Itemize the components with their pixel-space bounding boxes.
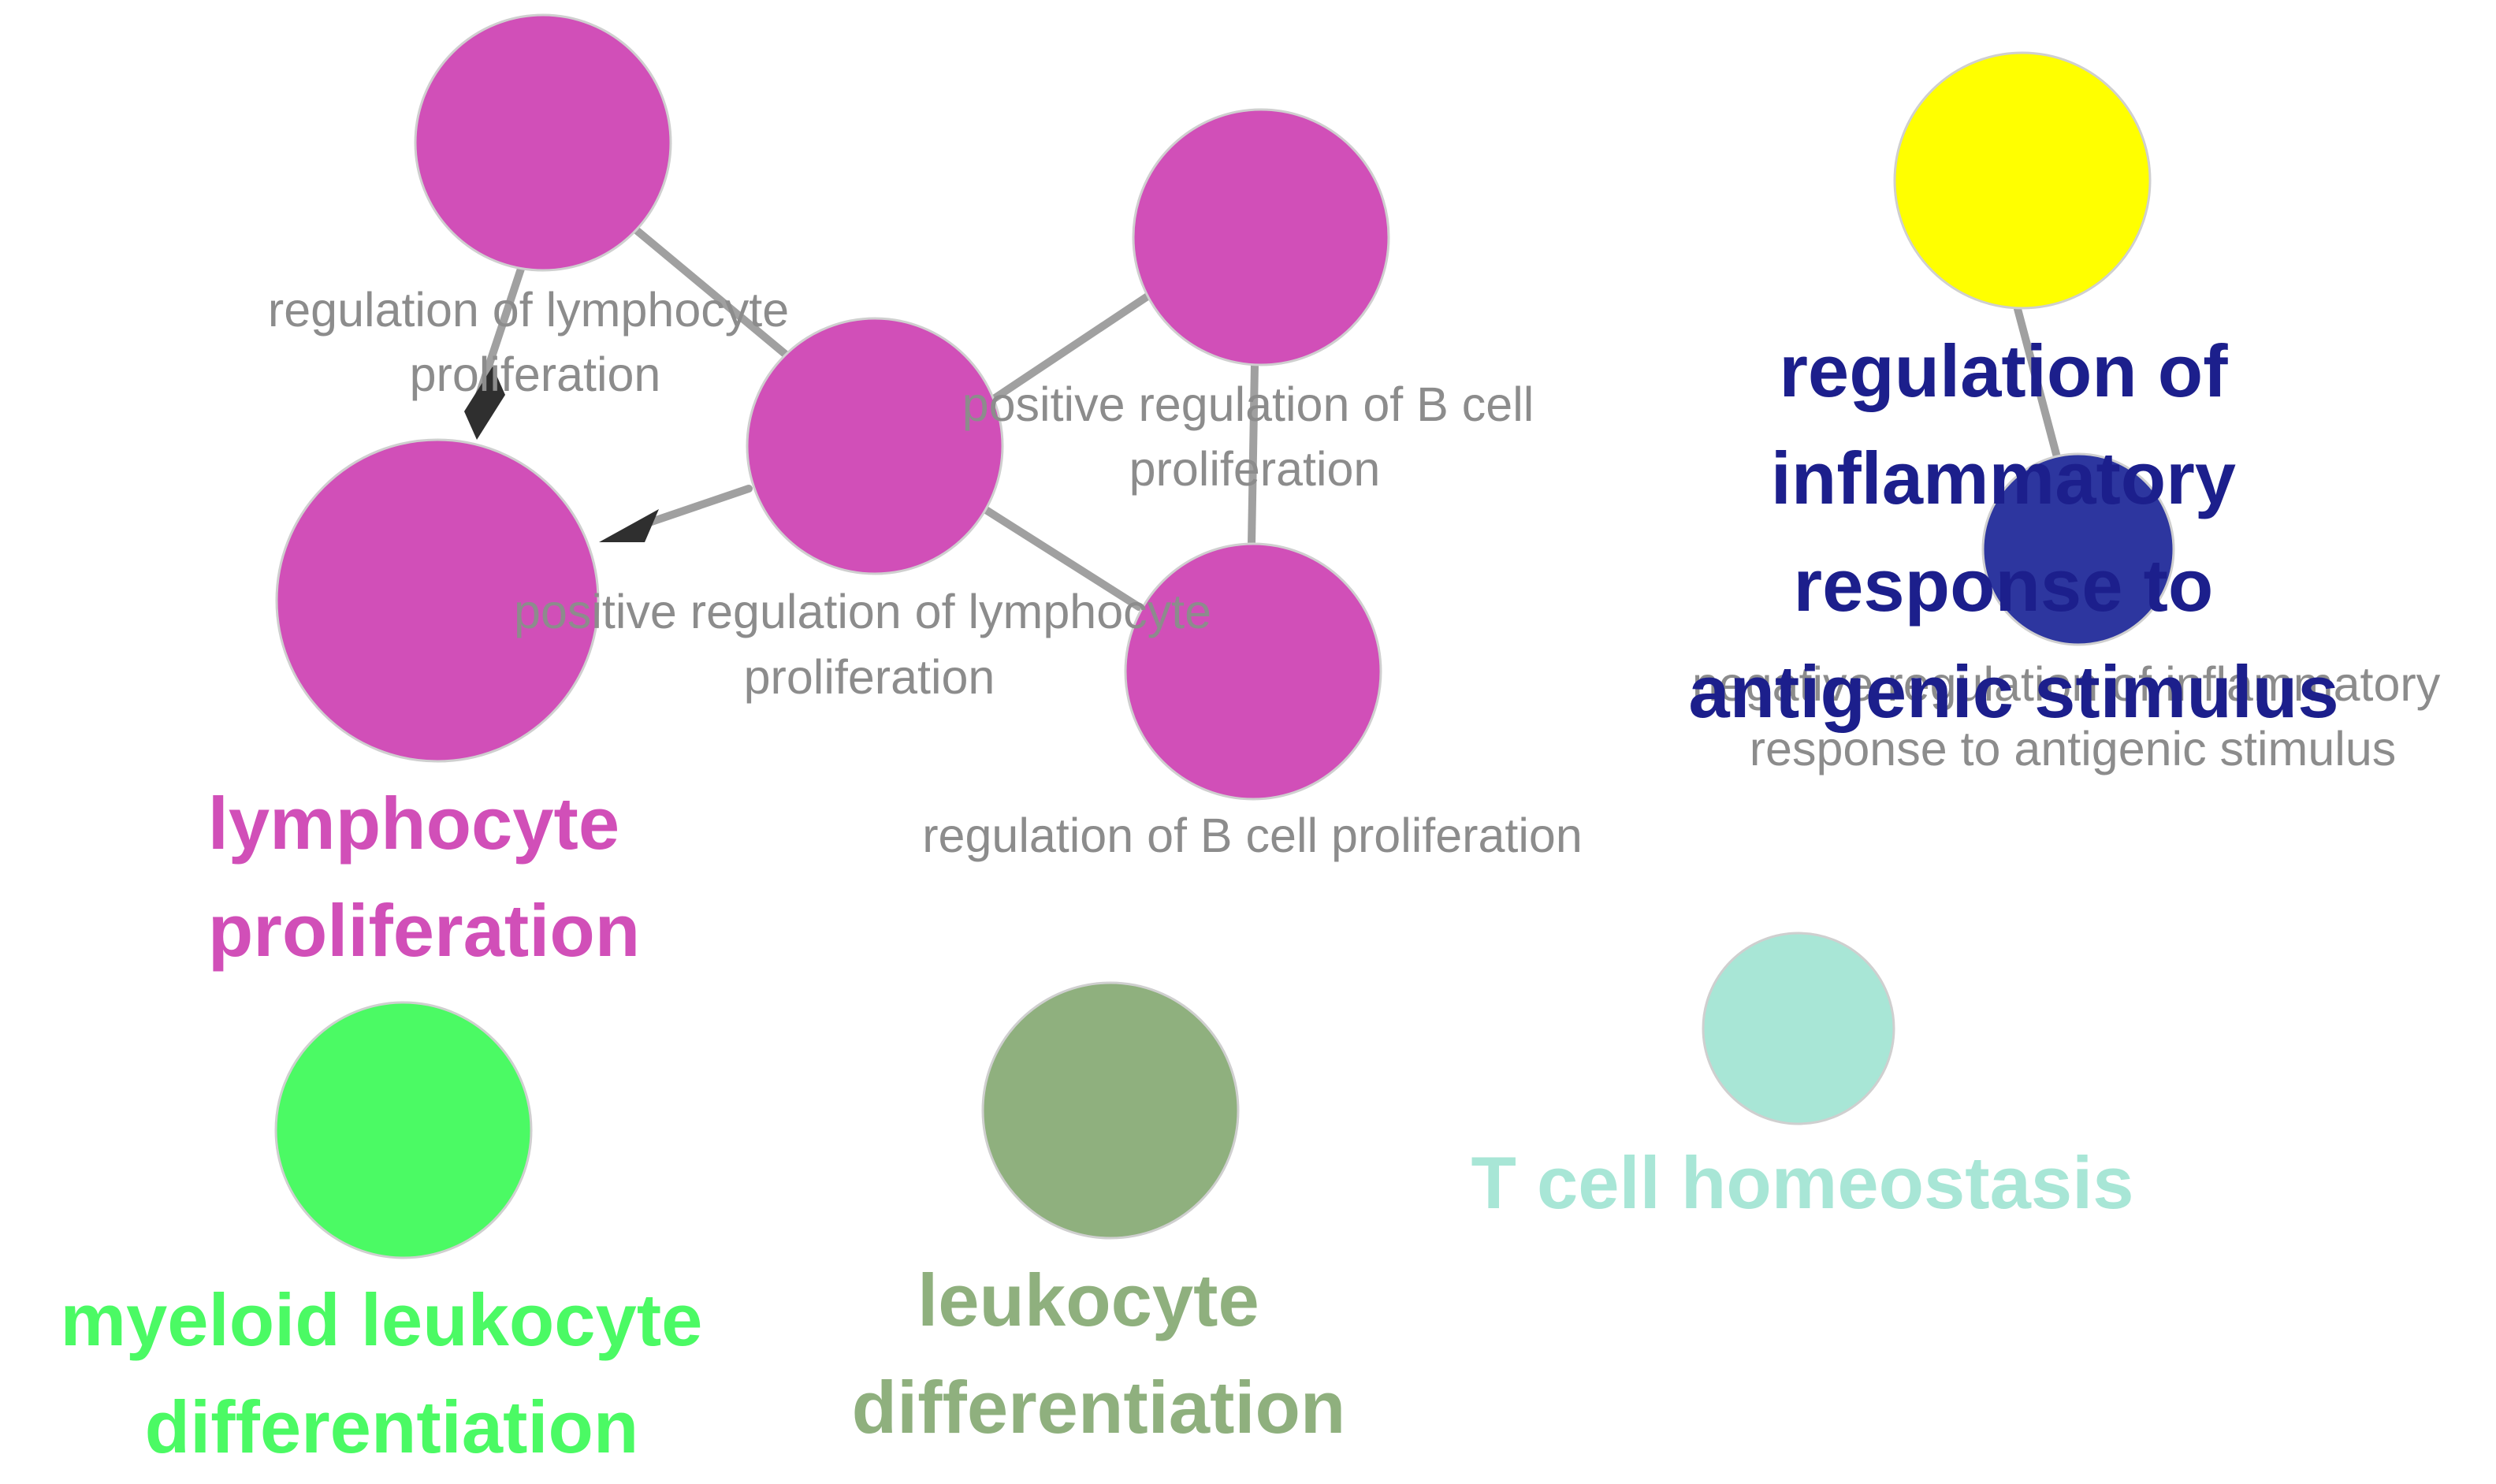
edge-pos-reg-lymph-to-lymph-prolif [636,485,753,530]
node-myeloid-leukocyte-differentiation[interactable] [274,1001,533,1259]
label-negative-regulation-of-inflammatory-response: negative regulation of inflammatory resp… [1692,657,2453,775]
node-negative-regulation-of-inflammatory-response[interactable] [1981,452,2175,646]
node-positive-regulation-of-b-cell-proliferation[interactable] [1132,108,1390,366]
edge-reg-lymph-to-pos-reg-lymph [631,225,794,362]
cluster-label-myeloid-leukocyte-differentiation: myeloid leukocyte differentiation [60,1278,723,1468]
arrowhead-triangle [599,509,659,542]
cluster-label-t-cell-homeostasis: T cell homeostasis [1471,1141,2133,1224]
label-regulation-of-lymphocyte-proliferation: regulation of lymphocyte proliferation [268,283,802,401]
node-positive-regulation-of-lymphocyte-proliferation[interactable] [746,317,1004,575]
node-t-cell-homeostasis[interactable] [1702,932,1895,1125]
edge-reg-lymph-to-lymph-prolif [473,258,527,406]
node-regulation-of-lymphocyte-proliferation[interactable] [414,13,672,272]
edge-pos-reg-b-to-reg-b [1248,360,1259,548]
label-positive-regulation-of-lymphocyte-proliferation: positive regulation of lymphocyte prolif… [514,585,1225,704]
arrowhead-diamond [464,366,505,440]
label-regulation-of-b-cell-proliferation: regulation of B cell proliferation [922,809,1583,862]
node-regulation-of-b-cell-proliferation[interactable] [1124,542,1382,801]
cluster-label-lymphocyte-proliferation: lymphocyte proliferation [208,782,641,972]
edge-reg-inflam-to-neg-reg-inflam [2014,305,2061,461]
edge-pos-reg-lymph-to-pos-reg-b [973,292,1151,414]
cluster-label-leukocyte-differentiation: leukocyte differentiation [852,1259,1346,1449]
node-leukocyte-differentiation[interactable] [981,981,1240,1240]
label-positive-regulation-of-b-cell-proliferation: positive regulation of B cell proliferat… [962,378,1548,496]
node-lymphocyte-proliferation[interactable] [275,438,600,763]
edge-pos-reg-lymph-to-reg-b [973,500,1143,611]
node-regulation-of-inflammatory-response[interactable] [1893,51,2152,310]
cluster-label-regulation-of-inflammatory-response: regulation of inflammatory response to a… [1688,329,2338,733]
